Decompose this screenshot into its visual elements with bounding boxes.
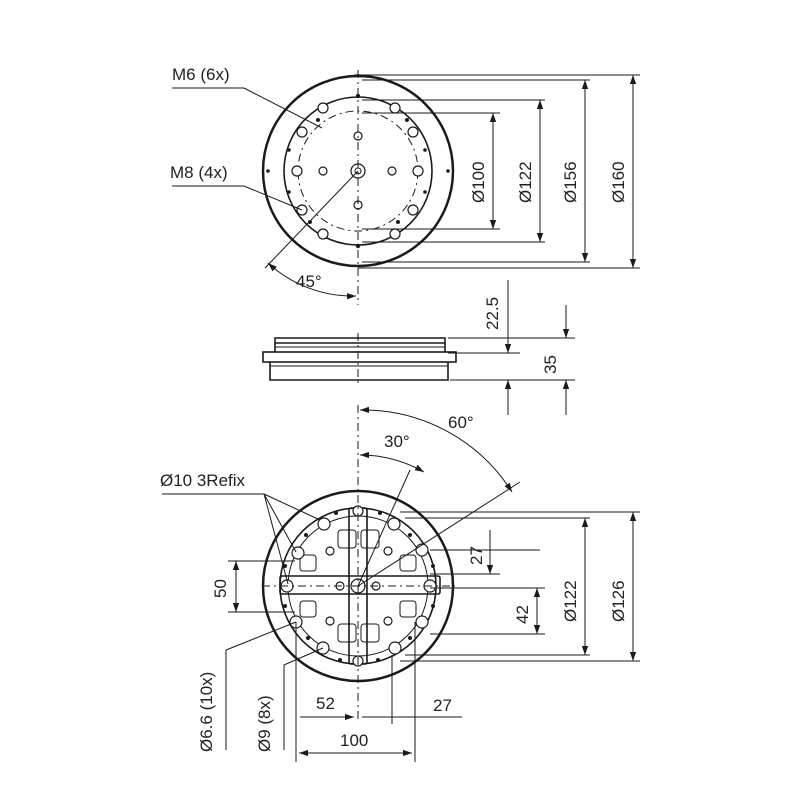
dim-100: 100 (340, 731, 368, 750)
dim-50: 50 (211, 579, 230, 598)
m8-callout: M8 (4x) (170, 163, 228, 182)
dim-52: 52 (316, 694, 335, 713)
dim-d126: Ø126 (609, 580, 628, 622)
dim-42: 42 (513, 605, 532, 624)
bottom-pockets (299, 529, 417, 643)
dim-d122-bottom: Ø122 (561, 580, 580, 622)
m6-callout: M6 (6x) (172, 65, 230, 84)
dim-d6-6: Ø6.6 (10x) (197, 672, 216, 752)
top-view: 45° M6 (6x) M8 (4x) Ø100 Ø122 Ø156 Ø160 (170, 65, 640, 305)
angle-30: 30° (384, 432, 410, 451)
dim-27-horizontal: 27 (433, 696, 452, 715)
dim-22-5: 22.5 (483, 297, 502, 330)
dim-d156: Ø156 (561, 161, 580, 203)
top-angle-label: 45° (296, 272, 322, 291)
top-view-holes (266, 93, 450, 249)
angle-60: 60° (448, 413, 474, 432)
dim-d122-top: Ø122 (516, 161, 535, 203)
side-view: 22.5 35 (262, 280, 575, 415)
dim-35: 35 (541, 355, 560, 374)
dim-d9: Ø9 (8x) (255, 695, 274, 752)
dim-d100: Ø100 (469, 161, 488, 203)
dim-27-vertical: 27 (467, 546, 486, 565)
refix-callout: Ø10 3Refix (160, 471, 246, 490)
dim-d160: Ø160 (609, 161, 628, 203)
bottom-view: 30° 60° Ø10 3Refix 50 27 42 Ø122 Ø126 (160, 405, 640, 762)
